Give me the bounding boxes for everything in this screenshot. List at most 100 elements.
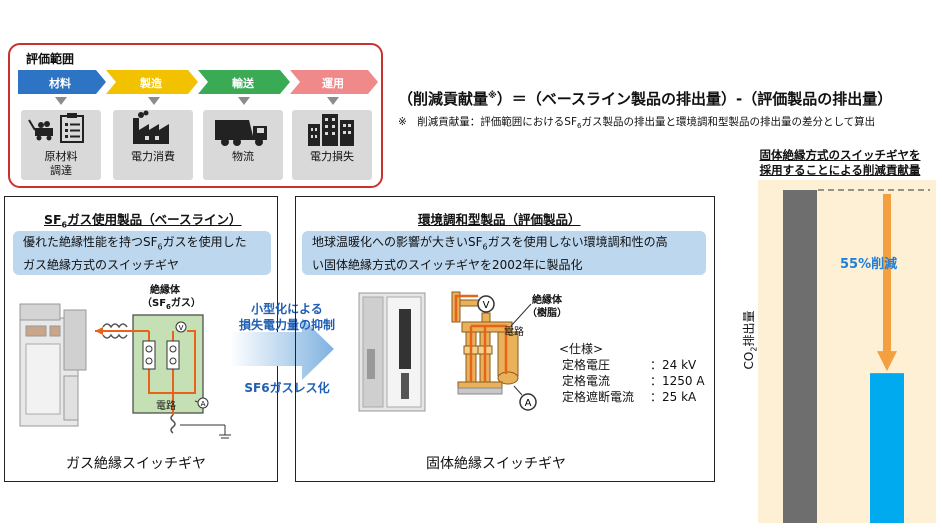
title-sub: 6 [61, 220, 68, 230]
footnote-sub: 6 [577, 122, 582, 131]
stage-chevron-operation [290, 70, 378, 94]
baseline-insulator-sub: （SF6ガス） [142, 294, 201, 311]
footnote-prefix: ※ 削減貢献量：評価範囲におけるSF [398, 116, 578, 128]
desc-part: ガスを使用した [162, 235, 247, 249]
stage-desc-line: 調達 [50, 164, 72, 177]
spec-value: ：24 kV [650, 358, 697, 372]
arrow-line1: 小型化による [251, 302, 323, 316]
down-triangle-icon [327, 97, 339, 105]
eco-panel [295, 196, 715, 482]
eco-description: 地球温暖化への影響が大きいSF6ガスを使用しない環境調和性の高 い固体絶縁方式の… [302, 231, 706, 275]
baseline-description: 優れた絶縁性能を持つSF6ガスを使用した ガス絶縁方式のスイッチギヤ [13, 231, 271, 275]
factory-icon [133, 110, 169, 144]
svg-text:V: V [179, 324, 184, 332]
solid-switchgear-schematic: V A [451, 291, 537, 411]
ylabel-part: 排出量 [742, 310, 756, 347]
svg-text:A: A [525, 398, 532, 409]
stage-desc-line: 電力損失 [310, 150, 354, 163]
formula-footnote: ※ 削減貢献量：評価範囲におけるSF6ガス製品の排出量と環境調和型製品の排出量の… [398, 114, 875, 130]
co2-reduction-chart [783, 189, 930, 523]
baseline-caption: ガス絶縁スイッチギヤ [66, 456, 206, 472]
spec-value: ：25 kA [650, 390, 697, 404]
reduction-arrow-shaft [883, 194, 891, 354]
chart-title-line2: 採用することによる削減貢献量 [759, 163, 921, 177]
building-icon [308, 114, 354, 146]
down-triangle-icon [148, 97, 160, 105]
formula-mark: ※ [488, 91, 497, 101]
spec-row: 定格電流 ：1250 A [562, 373, 705, 389]
reduction-arrow-head [877, 351, 897, 372]
spec-value: ：1250 A [650, 374, 705, 388]
desc-line2: い固体絶縁方式のスイッチギヤを2002年に製品化 [312, 258, 583, 273]
stage-chevron-materials [18, 70, 106, 94]
truck-icon [215, 120, 267, 146]
spec-name: 定格電流 [562, 374, 611, 388]
ylabel-part: CO [742, 351, 756, 370]
stage-label-manufacturing: 製造 [140, 77, 162, 90]
spec-list: 定格電圧 ：24 kV 定格電流 ：1250 A 定格遮断電流 ：25 kA [562, 357, 705, 405]
ins-part: （SF [142, 298, 167, 309]
spec-name: 定格電圧 [562, 358, 611, 372]
stage-label-transport: 輸送 [232, 77, 254, 90]
stage-label-operation: 運用 [322, 77, 344, 90]
stage-chevron-manufacturing [106, 70, 198, 94]
svg-text:V: V [483, 300, 490, 311]
desc-line2: ガス絶縁方式のスイッチギヤ [23, 258, 180, 273]
stage-card-manufacturing [113, 110, 193, 180]
transition-arrow-icon [230, 318, 334, 380]
eco-title: 環境調和型製品（評価製品） [418, 212, 581, 227]
spec-name: 定格遮断電流 [562, 390, 635, 404]
title-part: SF [44, 212, 62, 227]
eco-caption: 固体絶縁スイッチギヤ [426, 456, 566, 472]
ins-sub: 6 [166, 303, 171, 311]
formula-text-b: ）＝（ベースライン製品の排出量）-（評価製品の排出量） [496, 90, 893, 108]
stage-card-materials [21, 110, 101, 180]
scope-title: 評価範囲 [26, 52, 75, 66]
eco-insulator-sub: （樹脂） [527, 308, 567, 319]
desc-part: ガスを使用しない環境調和性の高 [487, 235, 668, 249]
baseline-title: SF6ガス使用製品（ベースライン） [44, 209, 242, 230]
chart-ylabel: CO2排出量 [740, 310, 760, 370]
mining-cart-icon [28, 113, 84, 143]
arrow-text-bottom: SF6ガスレス化 [244, 381, 330, 395]
evaluation-scope-frame [8, 43, 383, 188]
stage-desc-manufacturing: 電力消費 [113, 150, 193, 164]
footnote-suffix: ガス製品の排出量と環境調和型製品の排出量の差分として算出 [581, 116, 876, 128]
desc-part: 地球温暖化への影響が大きいSF [312, 235, 483, 249]
solid-switchgear-image [358, 292, 426, 412]
ylabel-sub: 2 [749, 346, 759, 352]
stage-desc-transport: 物流 [203, 150, 283, 164]
down-triangle-icon [55, 97, 67, 105]
chart-annotation: 55%削減 [840, 257, 898, 272]
desc-part: 優れた絶縁性能を持つSF [23, 235, 158, 249]
down-triangle-icon [238, 97, 250, 105]
ins-part: ガス） [170, 298, 201, 309]
chart-title: 固体絶縁方式のスイッチギヤを 採用することによる削減貢献量 [740, 148, 940, 178]
desc-sub: 6 [157, 242, 163, 252]
spec-row: 定格遮断電流 ：25 kA [562, 389, 705, 405]
insulator-pointer [510, 303, 532, 327]
gas-switchgear-image [19, 303, 87, 427]
title-part: ガス使用製品（ベースライン） [67, 212, 242, 227]
stage-label-materials: 材料 [49, 77, 71, 90]
stage-chevrons [18, 70, 378, 94]
eco-bar [870, 373, 904, 523]
baseline-insulator-label: 絶縁体 [150, 285, 180, 296]
gas-switchgear-schematic: V A [95, 314, 231, 439]
spec-row: 定格電圧 ：24 kV [562, 357, 705, 373]
baseline-bar [783, 190, 817, 523]
stage-card-operation [292, 110, 372, 180]
svg-text:A: A [201, 400, 206, 408]
formula-text-a: （削減貢献量 [398, 90, 489, 108]
reduction-formula: （削減貢献量※）＝（ベースライン製品の排出量）-（評価製品の排出量） [398, 88, 892, 109]
stage-desc-line: 原材料 [44, 150, 78, 163]
arrow-text-top: 小型化による 損失電力量の抑制 [232, 301, 342, 333]
stage-desc-operation: 電力損失 [292, 150, 372, 164]
eco-insulator-label: 絶縁体 [532, 295, 562, 306]
stage-desc-line: 電力消費 [131, 150, 175, 163]
eco-circuit-label: 電路 [504, 327, 524, 338]
stage-chevron-transport [198, 70, 290, 94]
stage-desc-materials: 原材料 調達 [21, 150, 101, 178]
stage-desc-line: 物流 [232, 150, 254, 163]
desc-sub: 6 [482, 242, 488, 252]
